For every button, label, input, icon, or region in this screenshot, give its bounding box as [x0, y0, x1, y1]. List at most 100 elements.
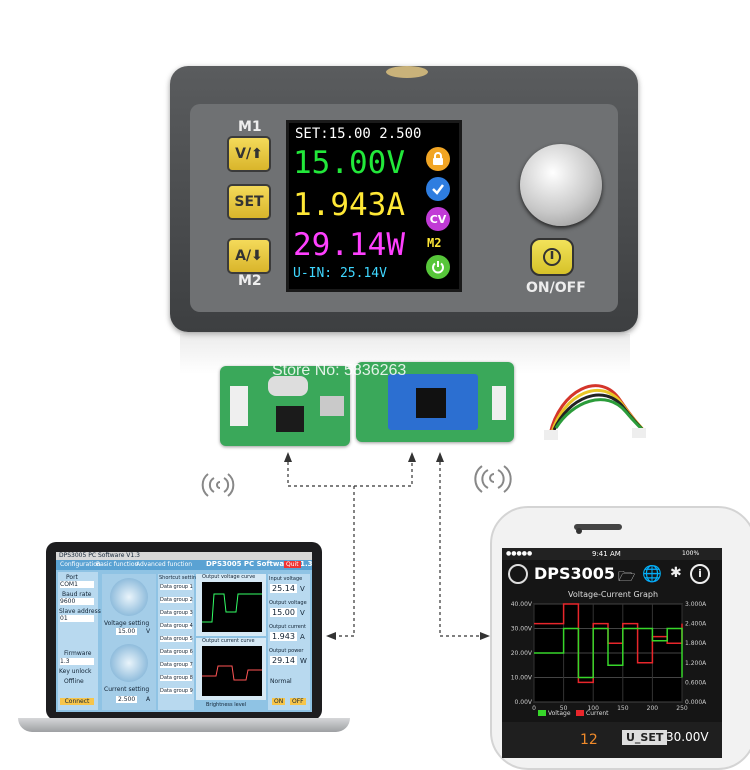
- connect-button[interactable]: Connect: [60, 698, 94, 705]
- x-tick-label: 50: [560, 705, 568, 712]
- lcd-current: 1.943A: [293, 187, 405, 223]
- voltage-dial[interactable]: [110, 578, 148, 616]
- phone-camera: [576, 528, 582, 534]
- readout-unit: W: [300, 657, 307, 665]
- bluetooth-icon[interactable]: ✱: [670, 565, 682, 581]
- phone-speaker: [574, 524, 622, 530]
- cable-icon: [544, 384, 646, 440]
- y-right-tick-label: 3.000A: [685, 601, 707, 608]
- baud-select[interactable]: 9600: [60, 598, 94, 605]
- current-down-button[interactable]: A/⬇: [227, 238, 271, 274]
- legend-current-swatch: [576, 710, 584, 716]
- u-set-value: 30.00V: [666, 730, 709, 744]
- firmware-label: Firmware: [64, 650, 92, 657]
- readout-unit: A: [300, 633, 305, 641]
- quit-button[interactable]: Quit: [284, 561, 301, 568]
- status-bar: ●●●●● 9:41 AM 100%: [502, 548, 722, 560]
- lcd-set-line: SET:15.00 2.500: [295, 126, 422, 142]
- readout-unit: V: [300, 585, 305, 593]
- voltage-curve-title: Output voltage curve: [202, 574, 256, 580]
- y-right-tick-label: 0.600A: [685, 679, 707, 686]
- y-left-tick-label: 0.00V: [515, 699, 533, 706]
- readout-label: Output power: [269, 648, 304, 654]
- set-button[interactable]: SET: [227, 184, 271, 220]
- tab-configuration[interactable]: Configuration: [60, 561, 101, 568]
- lcd-input-voltage: U-IN: 25.14V: [293, 266, 387, 281]
- tab-basic-function[interactable]: Basic function: [96, 561, 139, 568]
- readout-label: Input voltage: [269, 576, 303, 582]
- config-panel: Port COM1 Baud rate 9600 Slave address 0…: [58, 572, 101, 710]
- info-icon[interactable]: i: [690, 564, 710, 584]
- y-left-tick-label: 10.00V: [511, 675, 533, 682]
- voltage-setting-value[interactable]: 15.00: [116, 628, 138, 635]
- on-button[interactable]: ON: [272, 698, 286, 705]
- control-bar: 12 U_SET 30.00V: [502, 722, 722, 758]
- phone-app-title: DPS3005: [534, 564, 616, 583]
- lcd-voltage: 15.00V: [293, 145, 405, 181]
- current-curve-plot: [202, 646, 262, 696]
- legend-voltage-swatch: [538, 710, 546, 716]
- battery-level: 100%: [682, 550, 700, 557]
- current-curve-title: Output current curve: [202, 638, 255, 644]
- y-right-tick-label: 1.200A: [685, 660, 707, 667]
- chip: [276, 406, 304, 432]
- store-watermark: Store No: 5836263: [272, 362, 407, 379]
- tab-advanced-function[interactable]: Advanced function: [136, 561, 193, 568]
- wireless-signal-icon: [201, 473, 235, 497]
- counter-value: 12: [580, 732, 598, 748]
- y-right-tick-label: 0.000A: [685, 699, 707, 706]
- series-line-voltage: [534, 627, 683, 679]
- series-line-current: [534, 603, 683, 684]
- y-right-tick-label: 1.800A: [685, 640, 707, 647]
- connector: [492, 386, 506, 420]
- data-group-button[interactable]: Data group 6: [160, 649, 193, 655]
- slave-label: Slave address: [59, 608, 101, 615]
- on-off-button[interactable]: [530, 238, 574, 276]
- firmware-value: 1.3: [60, 658, 94, 665]
- folder-icon[interactable]: 🗁: [618, 569, 636, 585]
- data-group-button[interactable]: Data group 1: [160, 584, 193, 590]
- data-group-button[interactable]: Data group 9: [160, 688, 193, 694]
- y-right-tick-label: 2.400A: [685, 621, 707, 628]
- data-group-button[interactable]: Data group 3: [160, 610, 193, 616]
- globe-icon[interactable]: 🌐: [642, 564, 662, 583]
- readout-value: 15.00: [270, 608, 297, 617]
- m2-badge: M2: [427, 236, 442, 250]
- graph-title: Voltage-Current Graph: [568, 590, 659, 599]
- off-button[interactable]: OFF: [290, 698, 306, 705]
- lcd-power: 29.14W: [293, 227, 405, 263]
- carrier-signal: ●●●●●: [506, 550, 533, 557]
- rotary-encoder-knob[interactable]: [520, 144, 602, 226]
- voltage-up-button[interactable]: V/⬆: [227, 136, 271, 172]
- key-unlock-label: Key unlock: [59, 668, 92, 675]
- current-dial[interactable]: [110, 644, 148, 682]
- current-setting-value[interactable]: 2.500: [116, 696, 138, 703]
- bluetooth-module: [388, 374, 478, 430]
- voltage-setting-label: Voltage setting: [104, 620, 150, 627]
- data-group-button[interactable]: Data group 7: [160, 662, 193, 668]
- slave-input[interactable]: 01: [60, 615, 94, 622]
- phone-app-screen: ●●●●● 9:41 AM 100% DPS3005 🗁 🌐 ✱ i Volta…: [502, 548, 722, 758]
- on-off-label: ON/OFF: [526, 280, 586, 296]
- data-group-button[interactable]: Data group 4: [160, 623, 193, 629]
- voltage-unit: V: [146, 628, 151, 635]
- check-icon: [426, 177, 450, 201]
- data-group-button[interactable]: Data group 2: [160, 597, 193, 603]
- u-set-button[interactable]: U_SET: [622, 730, 668, 745]
- data-group-button[interactable]: Data group 8: [160, 675, 193, 681]
- port-select[interactable]: COM1: [60, 581, 94, 588]
- usb-communication-board: [220, 366, 350, 446]
- y-left-tick-label: 20.00V: [511, 650, 533, 657]
- brightness-label: Brightness level: [206, 702, 247, 708]
- voltage-curve-plot: [202, 582, 262, 632]
- wireless-signal-icon: [474, 465, 512, 493]
- connection-lines: [284, 452, 490, 640]
- offline-label: Offline: [64, 678, 84, 685]
- readout-label: Output current: [269, 624, 306, 630]
- data-group-button[interactable]: Data group 5: [160, 636, 193, 642]
- x-tick-label: 0: [532, 705, 536, 712]
- voltage-curve-panel: Output voltage curve: [196, 574, 266, 636]
- pc-software-window: DPS3005 PC Software V1.3 Configuration B…: [56, 552, 313, 712]
- connector: [230, 386, 248, 426]
